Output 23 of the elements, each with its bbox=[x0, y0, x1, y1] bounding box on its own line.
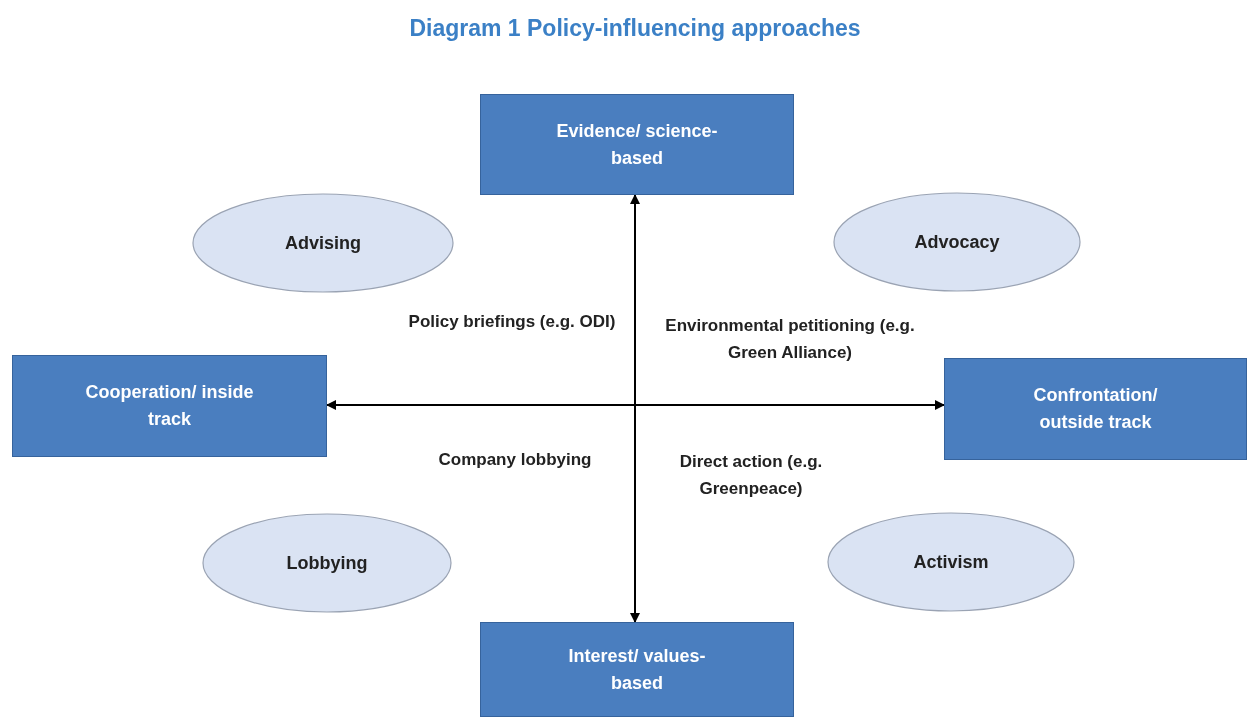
category-ellipse bbox=[827, 512, 1075, 612]
approach-box bbox=[480, 622, 794, 717]
category-ellipse bbox=[202, 513, 452, 613]
category-ellipse bbox=[833, 192, 1081, 292]
approach-box bbox=[944, 358, 1247, 460]
node-label: Activism bbox=[913, 550, 989, 574]
node-label: Cooperation/ inside track bbox=[84, 381, 255, 431]
node-label: Advising bbox=[285, 231, 361, 255]
node-label: Advocacy bbox=[914, 230, 1000, 254]
node-label: Interest/ values-based bbox=[567, 644, 707, 695]
example-label: Environmental petitioning (e.g. Green Alliance) bbox=[664, 315, 916, 364]
node-label: Evidence/ science-based bbox=[555, 119, 719, 170]
example-label: Company lobbying bbox=[437, 449, 593, 471]
approach-box bbox=[12, 355, 327, 457]
example-label: Policy briefings (e.g. ODI) bbox=[407, 311, 617, 333]
example-label: Direct action (e.g. Greenpeace) bbox=[678, 451, 824, 500]
double-arrow bbox=[630, 194, 640, 623]
node-label: Lobbying bbox=[286, 551, 368, 575]
diagram-title: Diagram 1 Policy-influencing approaches bbox=[408, 14, 862, 43]
approach-box bbox=[480, 94, 794, 195]
node-label: Confrontation/ outside track bbox=[1032, 384, 1159, 434]
double-arrow bbox=[326, 400, 945, 410]
category-ellipse bbox=[192, 193, 454, 293]
